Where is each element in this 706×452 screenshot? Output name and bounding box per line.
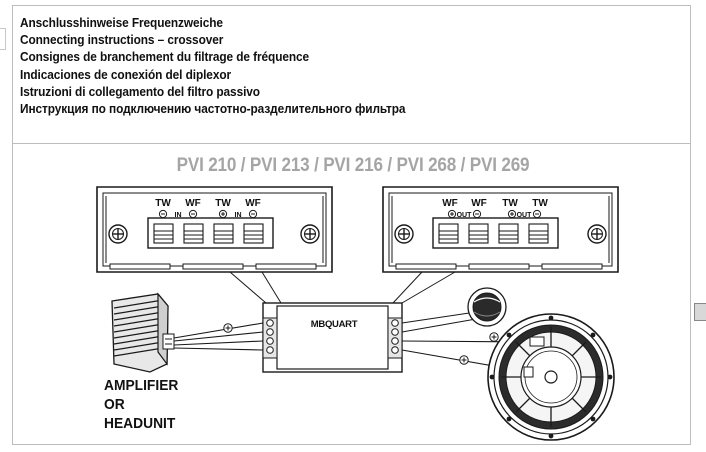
amplifier-label-line-1: AMPLIFIER — [104, 377, 179, 394]
heading-russian: Инструкция по подключению частотно-разде… — [20, 101, 406, 117]
output-label-2: WF — [471, 198, 487, 209]
crossover-unit: MBQUART — [262, 302, 403, 373]
instruction-headings: Anschlusshinweise Frequenzweiche Connect… — [20, 14, 448, 117]
screw-icon — [587, 224, 607, 244]
input-group-label: IN — [235, 212, 242, 219]
plus-icon — [223, 323, 233, 333]
heading-french: Consignes de branchement du filtrage de … — [20, 49, 310, 65]
input-terminal-panel: TW WF TW WF IN IN — [96, 186, 333, 273]
input-group-label: IN — [175, 212, 182, 219]
heading-german: Anschlusshinweise Frequenzweiche — [20, 15, 223, 30]
amplifier-label: AMPLIFIER OR HEADUNIT — [104, 376, 178, 433]
output-label-3: TW — [502, 198, 518, 209]
output-group-label: OUT — [457, 212, 473, 219]
screw-icon — [108, 224, 128, 244]
amplifier-illustration — [111, 292, 175, 373]
page-tab-mark — [0, 28, 6, 50]
heading-spanish: Indicaciones de conexión del diplexor — [20, 66, 232, 82]
screw-icon — [300, 224, 320, 244]
amplifier-label-line-2: OR — [104, 396, 125, 413]
input-label-1: TW — [155, 198, 171, 209]
woofer-illustration — [487, 313, 615, 441]
screw-icon — [394, 224, 414, 244]
crossover-brand-logo: MBQUART — [311, 319, 358, 330]
input-label-4: WF — [245, 198, 261, 209]
model-list: PVI 210 / PVI 213 / PVI 216 / PVI 268 / … — [176, 155, 530, 176]
page-edge-mark — [694, 303, 706, 321]
output-label-1: WF — [442, 198, 458, 209]
input-wires — [173, 322, 264, 351]
header-divider — [12, 143, 691, 144]
amplifier-label-line-3: HEADUNIT — [104, 415, 176, 432]
output-terminal-panel: WF WF TW TW OUT OUT — [382, 186, 619, 273]
diagram-frame — [12, 5, 691, 445]
heading-english: Connecting instructions – crossover — [20, 32, 224, 48]
output-group-label: OUT — [517, 212, 533, 219]
plus-icon — [459, 332, 499, 365]
input-label-3: TW — [215, 198, 231, 209]
output-label-4: TW — [532, 198, 548, 209]
tweeter-illustration — [467, 287, 507, 327]
input-label-2: WF — [185, 198, 201, 209]
heading-italian: Istruzioni di collegamento del filtro pa… — [20, 83, 260, 99]
callout-lines — [229, 271, 456, 304]
